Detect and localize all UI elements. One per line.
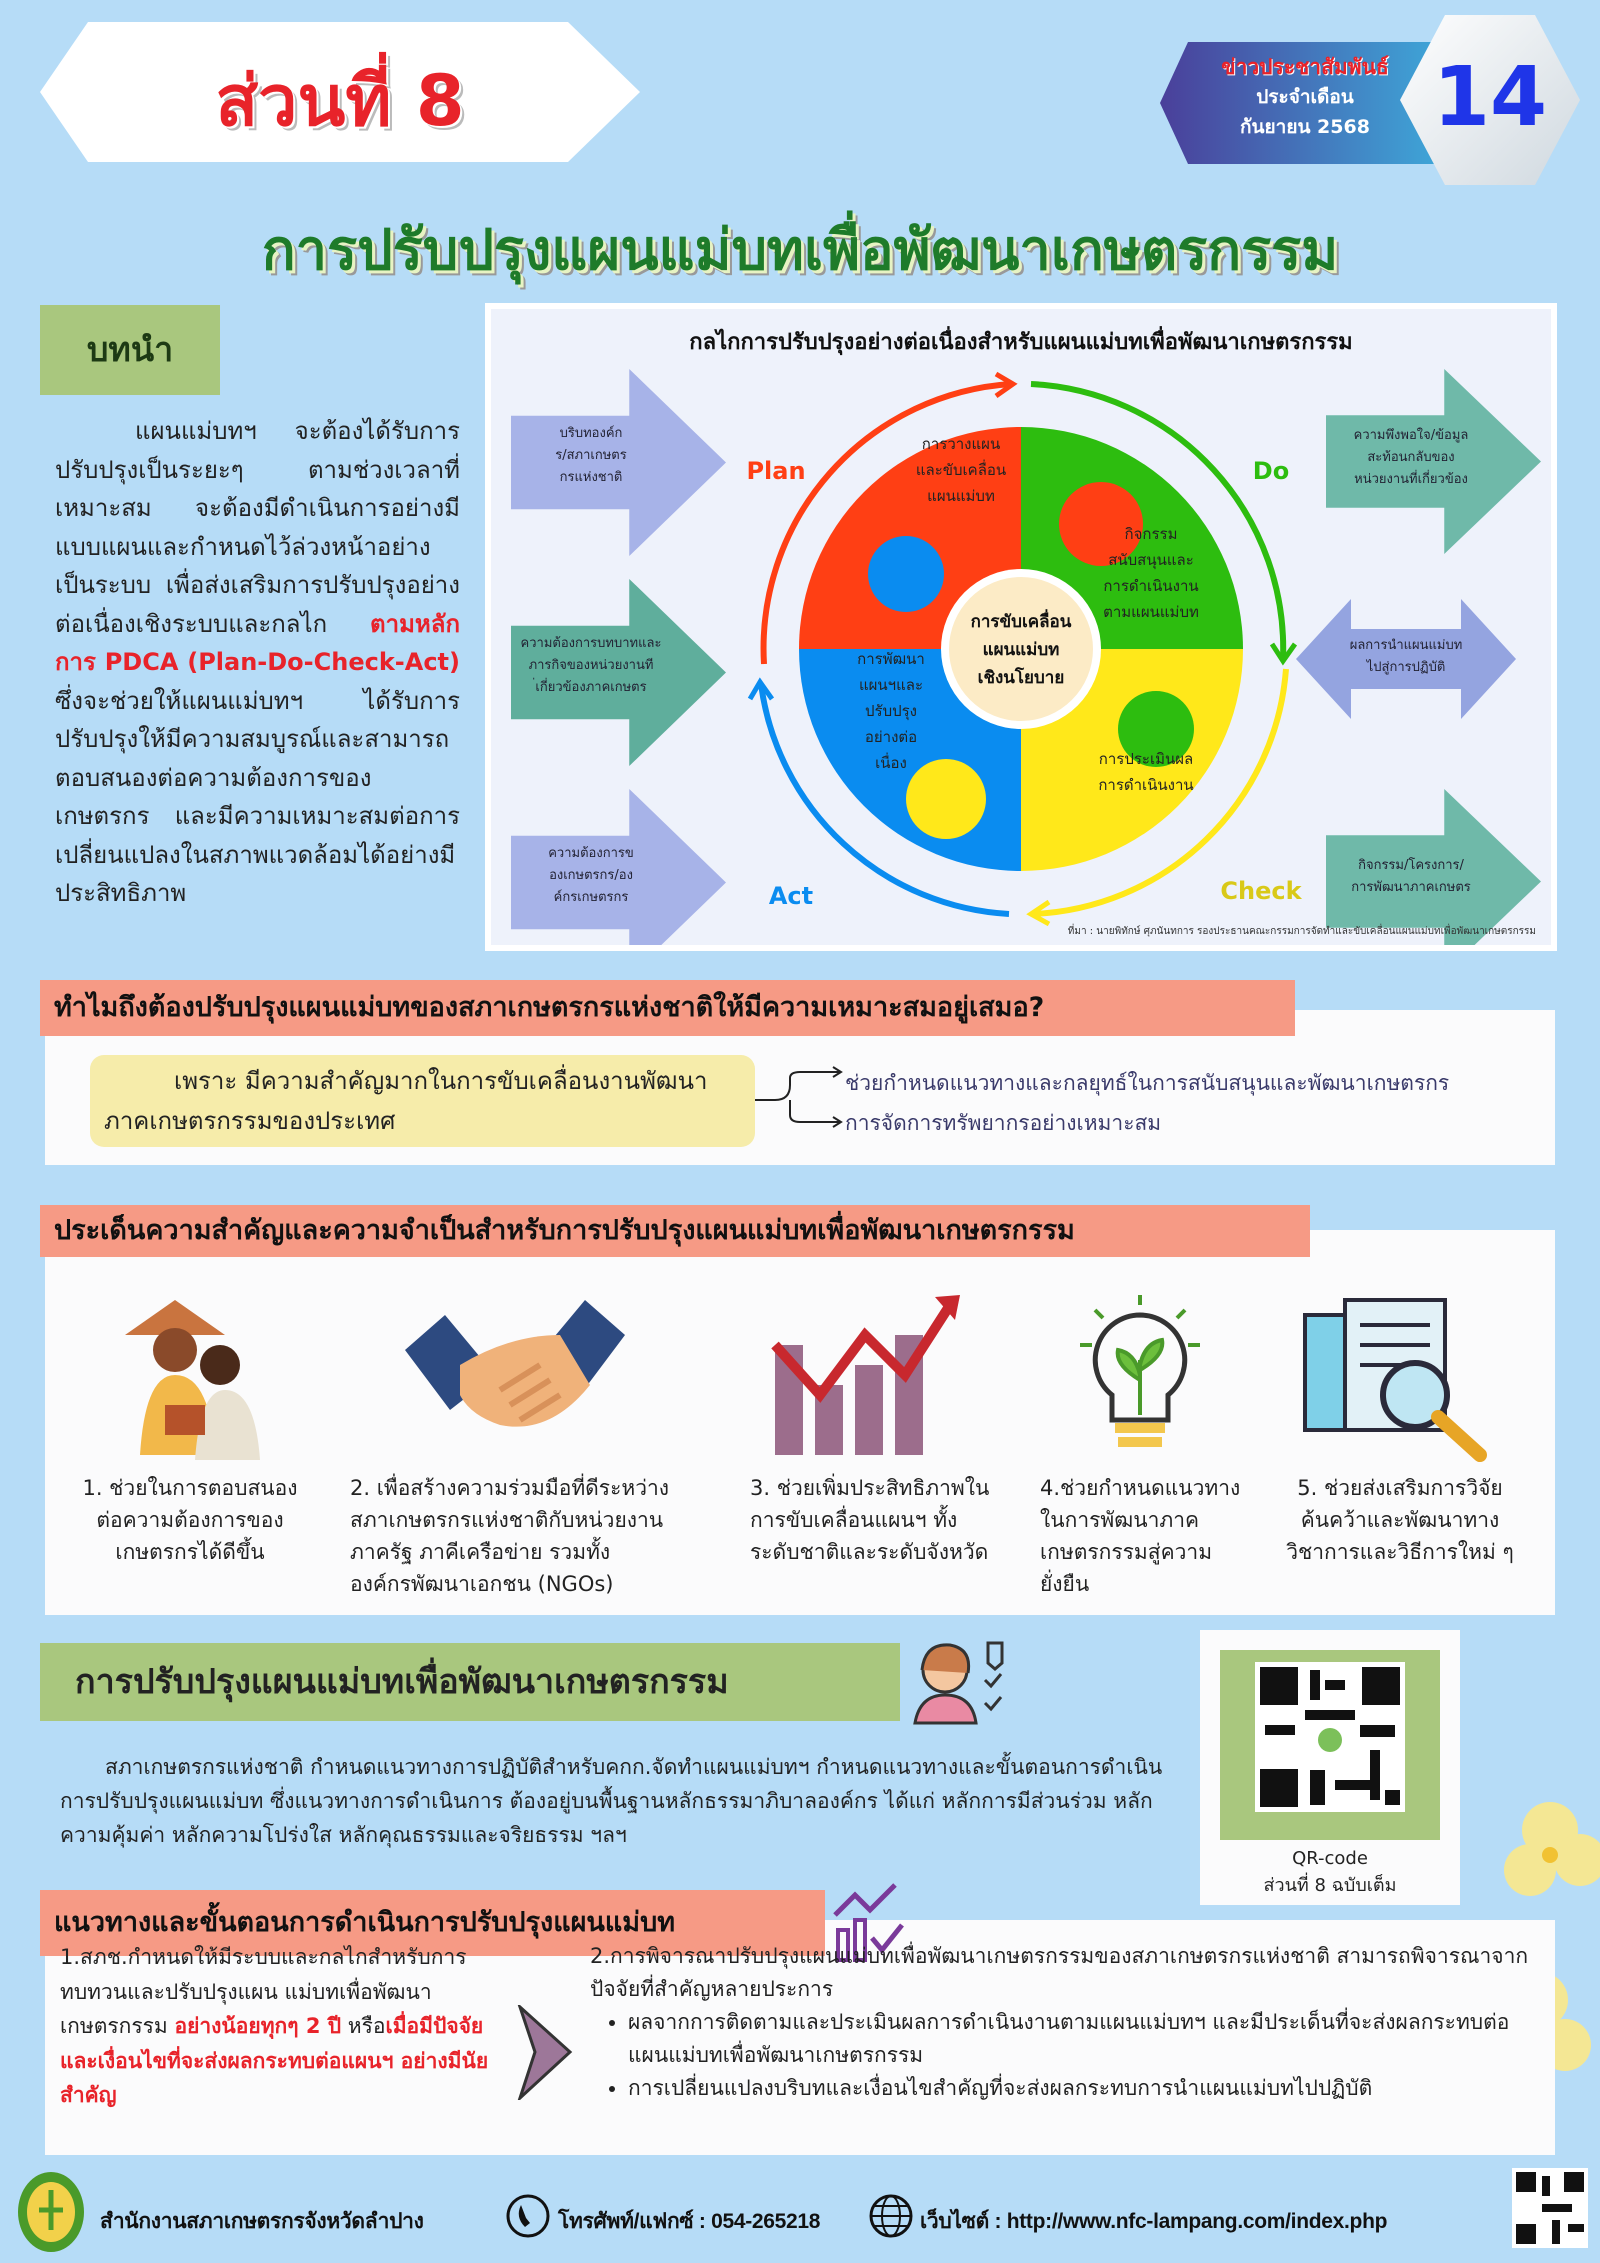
- qr-code[interactable]: [1220, 1650, 1440, 1840]
- check-cycle-arrow: [1032, 668, 1289, 917]
- input-arrow-label: ความต้องการของเกษตรกร/องค์กรเกษตรกร: [548, 846, 634, 905]
- footer-qr-code[interactable]: [1512, 2168, 1588, 2248]
- badge-line3: กันยายน 2568: [1240, 116, 1370, 138]
- puzzle-knob: [906, 759, 986, 839]
- growth-chart-icon: [771, 1295, 960, 1455]
- do-cycle-arrow: [1030, 381, 1287, 660]
- step-1-highlight-2: เมื่อมีปัจจัยและเงื่อนไขที่จะส่งผลกระทบต…: [60, 2014, 489, 2107]
- footer-org: สำนักงานสภาเกษตรกรจังหวัดลำปาง: [100, 2210, 424, 2233]
- improve-heading: การปรับปรุงแผนแม่บทเพื่อพัฒนาเกษตรกรรม: [40, 1643, 900, 1721]
- qr-caption: QR-code ส่วนที่ 8 ฉบับเต็ม: [1200, 1845, 1460, 1899]
- step-1-highlight-1: อย่างน้อยทุกๆ 2 ปี: [174, 2014, 342, 2038]
- news-badge: [1160, 42, 1440, 164]
- act-cycle-arrow: [758, 683, 1010, 917]
- qr-panel: [1200, 1630, 1460, 1905]
- input-arrow-label: บริบทองค์กร/สภาเกษตรกรแห่งชาติ: [555, 425, 626, 485]
- pdca-svg: กลไกการปรับปรุงอย่างต่อเนื่องสำหรับแผนแม…: [511, 325, 1541, 976]
- intro-label: บทนำ: [40, 305, 220, 395]
- farmers-icon: [125, 1300, 260, 1460]
- improve-text: สภาเกษตรกรแห่งชาติ กำหนดแนวทางการปฏิบัติ…: [60, 1755, 1163, 1847]
- why-branch-2: การจัดการทรัพยากรอย่างเหมาะสม: [845, 1111, 1162, 1135]
- phone-icon: [506, 2194, 550, 2238]
- why-branch-1: ช่วยกำหนดแนวทางและกลยุทธ์ในการสนับสนุนแล…: [845, 1071, 1450, 1095]
- diagram-title: กลไกการปรับปรุงอย่างต่อเนื่องสำหรับแผนแม…: [689, 325, 1352, 356]
- intro-highlight: ตามหลักการ PDCA (Plan-Do-Check-Act): [55, 609, 460, 677]
- step-2: 2.การพิจารณาปรับปรุงแผนแม่บทเพื่อพัฒนาเก…: [590, 1940, 1540, 2105]
- badge-line2: ประจำเดือน: [1256, 86, 1354, 108]
- page-title: การปรับปรุงแผนแม่บทเพื่อพัฒนาเกษตรกรรม: [261, 218, 1339, 283]
- importance-item-2: 2. เพื่อสร้างความร่วมมือที่ดีระหว่างสภาเ…: [350, 1476, 670, 1596]
- step-2-intro: 2.การพิจารณาปรับปรุงแผนแม่บทเพื่อพัฒนาเก…: [590, 1944, 1529, 2001]
- steps-heading: แนวทางและขั้นตอนการดำเนินการปรับปรุงแผนแ…: [40, 1890, 825, 1956]
- footer-website[interactable]: เว็บไซต์ : http://www.nfc-lampang.com/in…: [920, 2210, 1388, 2233]
- output-arrow: [1326, 369, 1541, 554]
- importance-item-1: 1. ช่วยในการตอบสนองต่อความต้องการของเกษต…: [82, 1476, 298, 1564]
- steps-panel: [45, 1920, 1555, 2155]
- output-arrow-label: ผลการนำแผนแม่บทไปสู่การปฏิบัติ: [1350, 638, 1463, 675]
- pdca-diagram: กลไกการปรับปรุงอย่างต่อเนื่องสำหรับแผนแม…: [485, 303, 1557, 976]
- globe-icon: [869, 2194, 913, 2238]
- plan-label: การวางแผนและขับเคลื่อนแผนแม่บท: [916, 435, 1006, 505]
- cycle-label-check: Check: [1220, 877, 1302, 905]
- do-label: กิจกรรมสนับสนุนและการดำเนินงานตามแผนแม่บ…: [1103, 525, 1199, 621]
- step-1-text-b: หรือ: [341, 2014, 386, 2038]
- branch-connector: [755, 1066, 843, 1128]
- input-arrow: [511, 369, 726, 556]
- chevron-right-icon: [517, 2005, 573, 2100]
- diagram-source: ที่มา : นายพิทักษ์ ศุภนันทการ รองประธานค…: [1068, 923, 1536, 937]
- plan-cycle-arrow: [760, 381, 1012, 665]
- arrowhead: [1269, 642, 1298, 666]
- intro-text-a: แผนแม่บทฯ จะต้องได้รับการปรับปรุงเป็นระย…: [55, 417, 460, 638]
- step-2-bullet: การเปลี่ยนแปลงบริบทและเงื่อนไขสำคัญที่จะ…: [628, 2072, 1540, 2105]
- footer-phone: โทรศัพท์/แฟกซ์ : 054-265218: [558, 2210, 821, 2233]
- news-badge-text: ข่าวประชาสัมพันธ์ ประจำเดือน กันยายน 256…: [1170, 52, 1440, 142]
- act-label: การพัฒนาแผนฯและปรับปรุงอย่างต่อเนื่อง: [857, 650, 925, 772]
- center-circle: [949, 577, 1093, 721]
- step-1-text-a: 1.สภช.กำหนดให้มีระบบและกลไกสำหรับการทบทว…: [60, 1945, 467, 2038]
- output-arrow-label: กิจกรรม/โครงการ/การพัฒนาภาคเกษตร: [1351, 857, 1471, 895]
- issue-number: 14: [1432, 50, 1548, 145]
- chart-check-icon: [833, 1883, 904, 1962]
- step-1: 1.สภช.กำหนดให้มีระบบและกลไกสำหรับการทบทว…: [60, 1940, 520, 2113]
- qr-caption-2: ส่วนที่ 8 ฉบับเต็ม: [1263, 1875, 1397, 1896]
- arrowhead: [1026, 899, 1051, 927]
- cycle-label-do: Do: [1253, 457, 1289, 485]
- cycle-label-act: Act: [769, 882, 813, 910]
- input-arrow-label: ความต้องการบทบาทและภารกิจของหน่วยงานที่เ…: [521, 636, 662, 695]
- importance-item-5: 5. ช่วยส่งเสริมการวิจัยค้นคว้าและพัฒนาทา…: [1286, 1476, 1514, 1564]
- teacher-icon: [913, 1641, 1004, 1725]
- part-banner: [40, 22, 640, 162]
- puzzle-knob: [868, 536, 944, 612]
- input-arrow: [511, 789, 726, 976]
- intro-text-b: ซึ่งจะช่วยให้แผนแม่บทฯ ได้รับการปรับปรุง…: [55, 686, 460, 908]
- importance-heading: ประเด็นความสำคัญและความจำเป็นสำหรับการปร…: [40, 1205, 1310, 1257]
- output-arrow-label: ความพึงพอใจ/ข้อมูลสะท้อนกลับของหน่วยงานท…: [1354, 427, 1469, 487]
- qr-caption-1: QR-code: [1292, 1848, 1368, 1869]
- two-way-arrow: [1296, 599, 1516, 719]
- research-document-icon: [1303, 1298, 1487, 1462]
- arrowhead: [994, 371, 1018, 399]
- check-label: การประเมินผลการดำเนินงาน: [1098, 750, 1193, 794]
- importance-item-3: 3. ช่วยเพิ่มประสิทธิภาพในการขับเคลื่อนแผ…: [750, 1476, 990, 1564]
- puzzle-knob: [1059, 482, 1143, 566]
- input-arrow: [511, 579, 726, 766]
- part-title: ส่วนที่ 8: [215, 60, 465, 142]
- center-label: การขับเคลื่อนแผนแม่บทเชิงนโยบาย: [971, 609, 1072, 688]
- org-logo: [18, 2172, 84, 2252]
- arrowhead: [747, 677, 775, 701]
- handshake-icon: [405, 1300, 625, 1427]
- output-arrow: [1326, 789, 1541, 974]
- cycle-label-plan: Plan: [746, 457, 805, 485]
- importance-item-4: 4.ช่วยกำหนดแนวทางในการพัฒนาภาคเกษตรกรรมส…: [1040, 1476, 1241, 1596]
- intro-text: แผนแม่บทฯ จะต้องได้รับการปรับปรุงเป็นระย…: [55, 412, 460, 913]
- why-reason: เพราะ มีความสำคัญมากในการขับเคลื่อนงานพั…: [90, 1055, 755, 1147]
- step-2-bullet: ผลจากการติดตามและประเมินผลการดำเนินงานตา…: [628, 2006, 1540, 2072]
- why-heading: ทำไมถึงต้องปรับปรุงแผนแม่บทของสภาเกษตรกร…: [40, 980, 1295, 1036]
- puzzle-knob: [1118, 691, 1194, 767]
- badge-line1: ข่าวประชาสัมพันธ์: [1221, 55, 1389, 79]
- lightbulb-plant-icon: [1080, 1295, 1200, 1447]
